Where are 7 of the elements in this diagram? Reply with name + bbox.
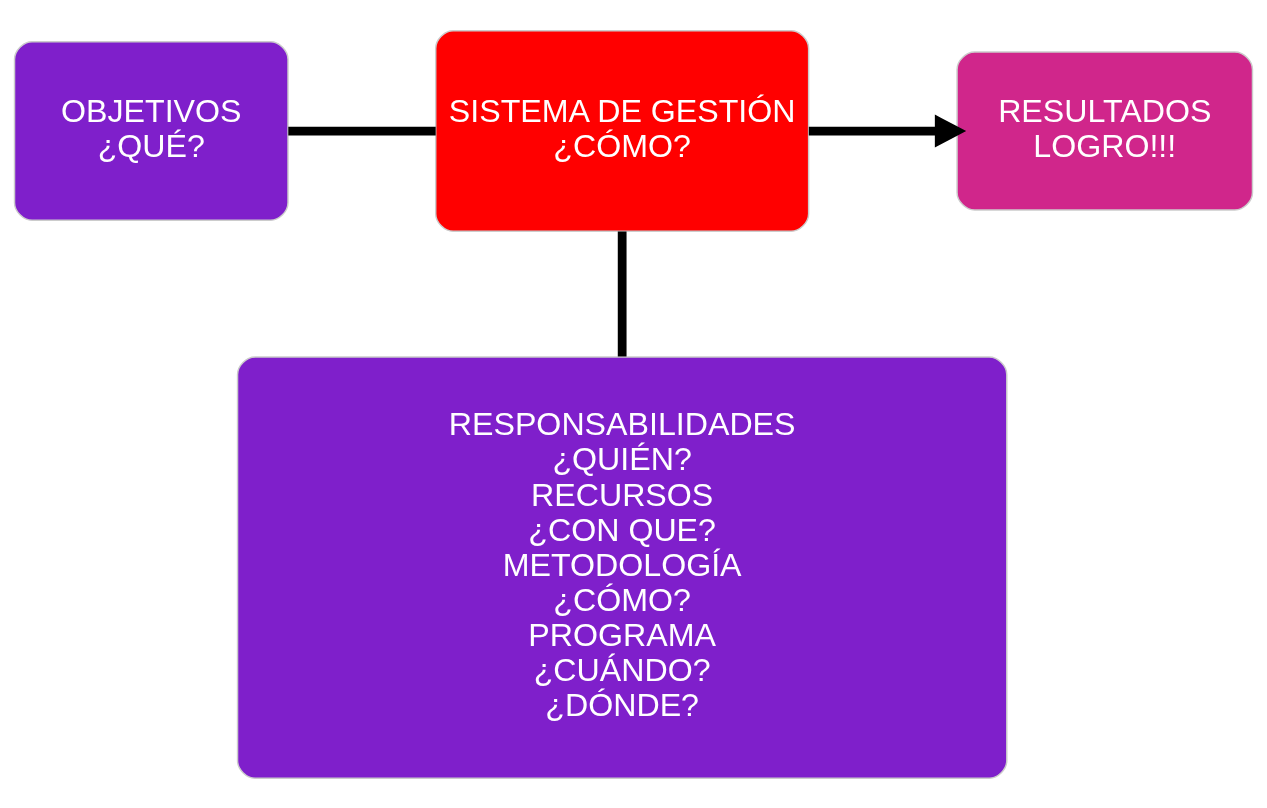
- node-box: RESPONSABILIDADES ¿QUIÉN? RECURSOS ¿CON QUE? METODOLOGÍA ¿CÓMO? PROGRAMA ¿CUÁNDO? ¿DÓNDE?: [236, 355, 1008, 779]
- node-box: SISTEMA DE GESTIÓN ¿CÓMO?: [434, 29, 810, 232]
- connector: [617, 230, 627, 357]
- node-box: RESULTADOS LOGRO!!!: [956, 50, 1254, 211]
- connector: [288, 126, 436, 135]
- node-box: OBJETIVOS ¿QUÉ?: [13, 40, 289, 221]
- arrow: [808, 114, 967, 147]
